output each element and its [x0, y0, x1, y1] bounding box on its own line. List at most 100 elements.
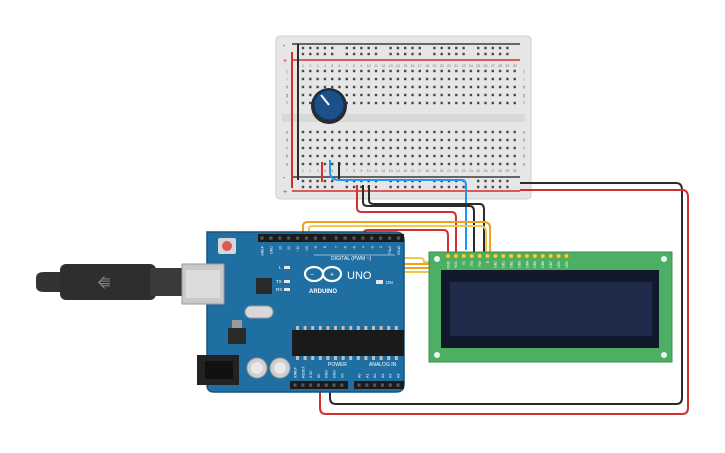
- digital-header-holes[interactable]: [260, 236, 401, 240]
- terminal-hole[interactable]: [469, 162, 473, 166]
- terminal-hole[interactable]: [360, 77, 363, 81]
- terminal-hole[interactable]: [382, 69, 385, 73]
- power-header-holes[interactable]: [293, 383, 400, 387]
- terminal-hole[interactable]: [506, 101, 509, 105]
- terminal-hole[interactable]: [491, 138, 494, 142]
- power-pin-hole[interactable]: [316, 383, 320, 387]
- terminal-hole[interactable]: [433, 138, 436, 142]
- terminal-hole[interactable]: [506, 130, 509, 134]
- terminal-hole[interactable]: [338, 85, 341, 89]
- lcd-pin[interactable]: [500, 253, 506, 259]
- terminal-hole[interactable]: [433, 154, 436, 158]
- wire-red-bb-to-lcd[interactable]: [356, 185, 457, 252]
- power-pin-hole[interactable]: [324, 383, 328, 387]
- terminal-hole[interactable]: [367, 101, 370, 105]
- terminal-hole[interactable]: [301, 162, 305, 166]
- terminal-hole[interactable]: [513, 85, 516, 89]
- terminal-hole[interactable]: [513, 138, 516, 142]
- wire-red-5v-loop[interactable]: [319, 189, 689, 415]
- terminal-hole[interactable]: [498, 101, 502, 105]
- terminal-hole[interactable]: [301, 101, 305, 105]
- terminal-hole[interactable]: [352, 138, 356, 142]
- terminal-hole[interactable]: [331, 162, 334, 166]
- terminal-hole[interactable]: [484, 101, 487, 105]
- analog-pin-hole[interactable]: [388, 383, 392, 387]
- rail-hole[interactable]: [316, 179, 319, 183]
- terminal-hole[interactable]: [433, 146, 436, 150]
- terminal-hole[interactable]: [425, 85, 429, 89]
- lcd-pin-header[interactable]: [445, 253, 569, 259]
- terminal-hole[interactable]: [491, 130, 494, 134]
- terminal-hole[interactable]: [506, 162, 509, 166]
- terminal-hole[interactable]: [447, 101, 451, 105]
- terminal-hole[interactable]: [484, 93, 487, 97]
- rail-hole[interactable]: [484, 52, 487, 56]
- terminal-hole[interactable]: [331, 85, 334, 89]
- terminal-hole[interactable]: [309, 69, 312, 73]
- terminal-hole[interactable]: [425, 138, 429, 142]
- rail-hole[interactable]: [498, 185, 502, 189]
- terminal-hole[interactable]: [323, 146, 327, 150]
- terminal-hole[interactable]: [455, 77, 458, 81]
- rail-hole[interactable]: [360, 46, 363, 50]
- rail-hole[interactable]: [477, 46, 480, 50]
- terminal-hole[interactable]: [411, 69, 414, 73]
- terminal-hole[interactable]: [316, 85, 319, 89]
- terminal-hole[interactable]: [382, 130, 385, 134]
- terminal-hole[interactable]: [498, 93, 502, 97]
- digital-pin-hole[interactable]: [322, 236, 326, 240]
- terminal-hole[interactable]: [491, 162, 494, 166]
- rail-hole[interactable]: [389, 185, 392, 189]
- terminal-hole[interactable]: [367, 69, 370, 73]
- terminal-hole[interactable]: [477, 154, 480, 158]
- terminal-hole[interactable]: [301, 130, 305, 134]
- terminal-hole[interactable]: [345, 162, 348, 166]
- rail-hole[interactable]: [484, 185, 487, 189]
- terminal-hole[interactable]: [469, 93, 473, 97]
- rail-hole[interactable]: [447, 185, 451, 189]
- terminal-hole[interactable]: [440, 77, 443, 81]
- wire-black-gnd-loop[interactable]: [329, 182, 683, 405]
- terminal-hole[interactable]: [309, 138, 312, 142]
- terminal-hole[interactable]: [418, 138, 421, 142]
- rail-hole[interactable]: [301, 179, 305, 183]
- terminal-hole[interactable]: [425, 93, 429, 97]
- rail-hole[interactable]: [316, 52, 319, 56]
- wire-red-d6[interactable]: [363, 229, 449, 252]
- terminal-hole[interactable]: [447, 77, 451, 81]
- terminal-hole[interactable]: [396, 69, 400, 73]
- terminal-hole[interactable]: [396, 77, 400, 81]
- terminal-hole[interactable]: [462, 93, 465, 97]
- terminal-hole[interactable]: [352, 162, 356, 166]
- terminal-hole[interactable]: [404, 146, 407, 150]
- lcd-pin[interactable]: [484, 253, 490, 259]
- terminal-hole[interactable]: [433, 93, 436, 97]
- rail-hole[interactable]: [316, 185, 319, 189]
- terminal-hole[interactable]: [425, 69, 429, 73]
- terminal-hole[interactable]: [411, 146, 414, 150]
- terminal-hole[interactable]: [455, 162, 458, 166]
- terminal-hole[interactable]: [360, 101, 363, 105]
- digital-pin-hole[interactable]: [296, 236, 300, 240]
- digital-pin-hole[interactable]: [334, 236, 338, 240]
- rail-hole[interactable]: [352, 185, 356, 189]
- terminal-hole[interactable]: [440, 69, 443, 73]
- terminal-hole[interactable]: [374, 101, 378, 105]
- rail-hole[interactable]: [433, 46, 436, 50]
- terminal-hole[interactable]: [513, 154, 516, 158]
- terminal-hole[interactable]: [389, 162, 392, 166]
- terminal-hole[interactable]: [331, 154, 334, 158]
- terminal-hole[interactable]: [418, 162, 421, 166]
- wire-orange-d12[interactable]: [302, 221, 491, 252]
- terminal-hole[interactable]: [440, 138, 443, 142]
- rail-hole[interactable]: [498, 52, 502, 56]
- terminal-hole[interactable]: [484, 146, 487, 150]
- terminal-hole[interactable]: [418, 69, 421, 73]
- terminal-hole[interactable]: [447, 146, 451, 150]
- terminal-hole[interactable]: [477, 146, 480, 150]
- wire-black-bb-to-lcd[interactable]: [362, 185, 475, 252]
- lcd-pin[interactable]: [508, 253, 514, 259]
- rail-hole[interactable]: [404, 185, 407, 189]
- rail-hole[interactable]: [309, 179, 312, 183]
- terminal-hole[interactable]: [411, 93, 414, 97]
